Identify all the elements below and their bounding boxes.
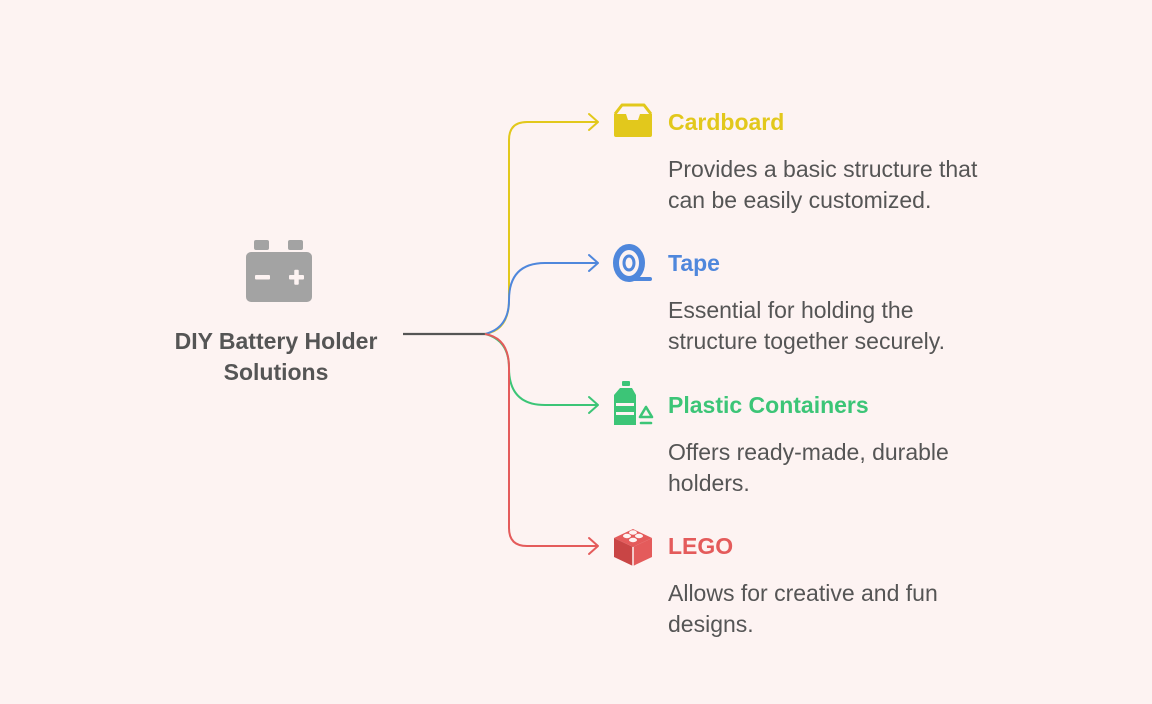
branch-description-plastic-containers: Offers ready-made, durable holders.: [668, 439, 949, 496]
branch-title-plastic-containers: Plastic Containers: [668, 392, 869, 418]
battery-icon: [244, 238, 314, 304]
branch-description-lego: Allows for creative and fun designs.: [668, 580, 938, 637]
lego-brick-icon: [612, 525, 654, 566]
branch-title-tape: Tape: [668, 250, 720, 276]
connector-plastic-containers: [484, 333, 597, 406]
branch-title-cardboard: Cardboard: [668, 109, 785, 135]
arrowhead-plastic-containers: [588, 396, 599, 414]
connector-lego: [484, 333, 597, 547]
connector-tape: [484, 262, 597, 335]
tape-roll-icon: [612, 243, 654, 283]
connector-cardboard: [484, 121, 597, 335]
arrowhead-cardboard: [588, 113, 599, 131]
root-label: DIY Battery Holder Solutions: [174, 328, 378, 385]
arrowhead-lego: [588, 537, 599, 555]
branch-title-lego: LEGO: [668, 533, 734, 559]
recycle-bottle-icon: [612, 381, 654, 425]
branch-description-tape: Essential for holding the structure toge…: [668, 297, 945, 354]
inbox-tray-icon: [612, 102, 654, 142]
arrowhead-tape: [588, 254, 599, 272]
branch-description-cardboard: Provides a basic structure that can be e…: [668, 156, 978, 213]
